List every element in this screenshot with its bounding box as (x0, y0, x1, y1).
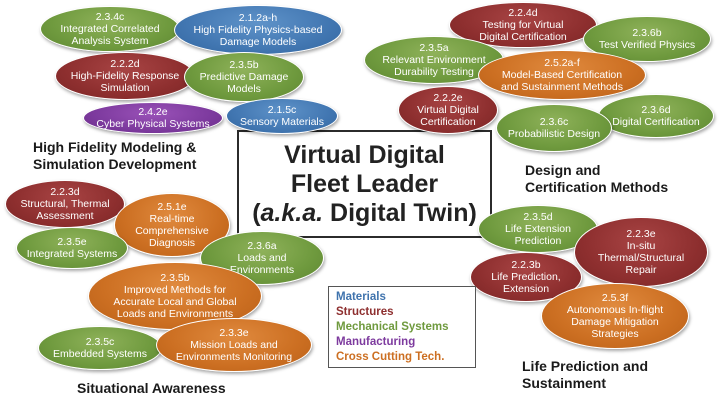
legend-cross-cutting: Cross Cutting Tech. (336, 351, 445, 363)
section-title-life: Life Prediction and Sustainment (522, 358, 649, 391)
center-digital-twin: Digital Twin (330, 198, 469, 227)
section-title-design: Design and Certification Methods (525, 162, 669, 195)
center-aka: a.k.a. (260, 198, 324, 227)
legend-box: Materials Structures Mechanical Systems … (328, 286, 476, 368)
center-title-line1: Virtual Digital (284, 140, 445, 169)
legend-materials: Materials (336, 291, 386, 303)
center-concept-box: Virtual Digital Fleet Leader (a.k.a. Dig… (237, 130, 492, 238)
section-title-situational: Situational Awareness (77, 380, 226, 396)
center-title-line3: (a.k.a. Digital Twin) (252, 198, 477, 227)
center-title-line2: Fleet Leader (290, 169, 439, 198)
legend-structures: Structures (336, 306, 394, 318)
section-title-modeling: High Fidelity Modeling & Simulation Deve… (33, 139, 197, 172)
legend-mechanical-systems: Mechanical Systems (336, 321, 449, 333)
legend-manufacturing: Manufacturing (336, 336, 416, 348)
